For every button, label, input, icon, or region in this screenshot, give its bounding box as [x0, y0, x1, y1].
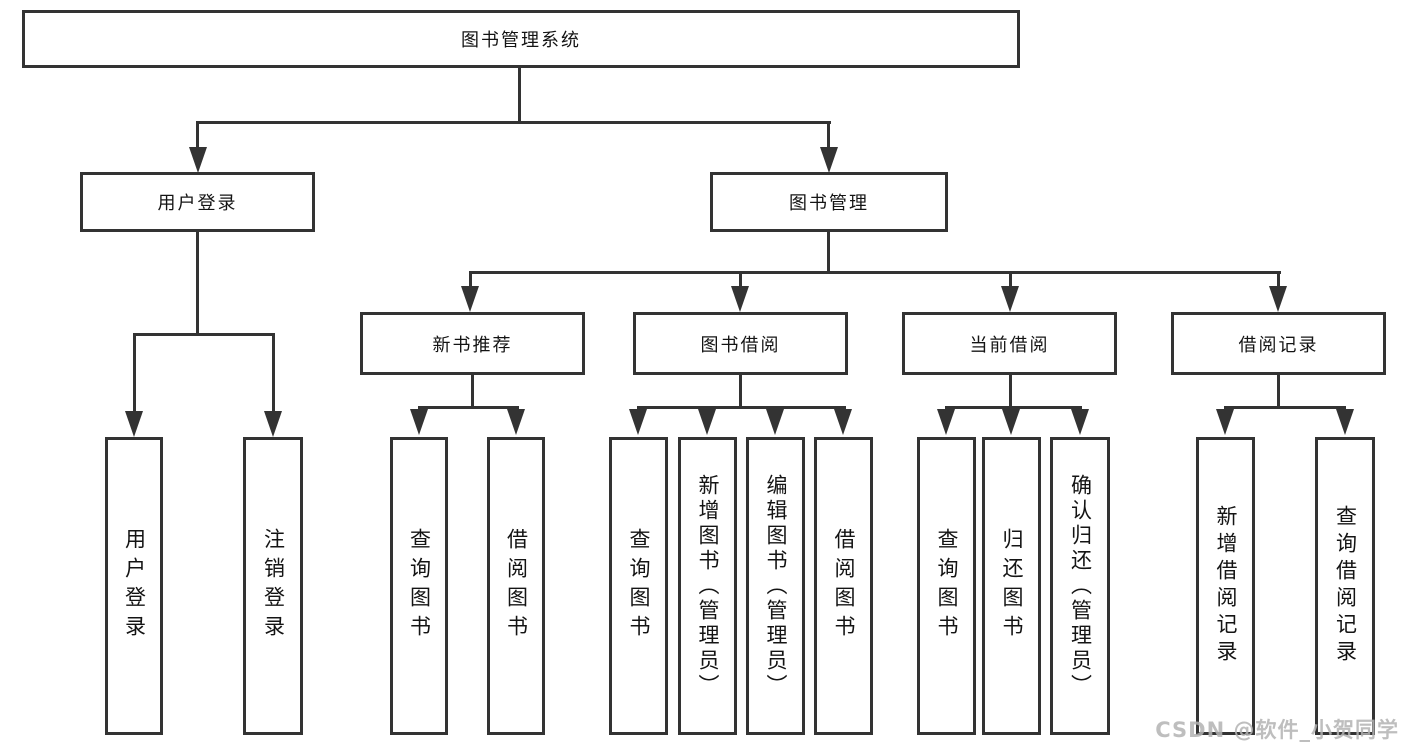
arrow-down-icon: [125, 411, 143, 437]
connector-bookmgmt-vline: [827, 232, 830, 274]
connector-bookmgmt-stub2: [739, 271, 742, 287]
leaf-query-book-recommend: 查询图书: [390, 437, 448, 735]
connector-borrowrecord-hline: [1224, 406, 1346, 409]
arrow-down-icon: [189, 147, 207, 173]
arrow-down-icon: [629, 409, 647, 435]
connector-bookmgmt-hline: [469, 271, 1281, 274]
leaf-add-book-admin: 新增图书（管理员）: [678, 437, 737, 735]
leaf-query-book-current: 查询图书: [917, 437, 976, 735]
connector-newbook-vline: [471, 375, 474, 409]
leaf-query-book-borrow-label: 查询图书: [627, 528, 651, 644]
connector-root-right-stub: [827, 121, 830, 150]
connector-root-hline: [197, 121, 831, 124]
arrow-down-icon: [820, 147, 838, 173]
connector-currentborrow-vline: [1009, 375, 1012, 409]
arrow-down-icon: [937, 409, 955, 435]
arrow-down-icon: [507, 409, 525, 435]
connector-bookmgmt-stub1: [469, 271, 472, 287]
connector-bookmgmt-stub3: [1009, 271, 1012, 287]
connector-newbook-hline: [418, 406, 519, 409]
node-book-management-label: 图书管理: [789, 193, 869, 214]
node-user-login-label: 用户登录: [157, 193, 238, 214]
arrow-down-icon: [1002, 409, 1020, 435]
leaf-borrow-book-recommend-label: 借阅图书: [504, 528, 529, 644]
arrow-down-icon: [1336, 409, 1354, 435]
leaf-return-book: 归还图书: [982, 437, 1041, 735]
connector-bookborrow-vline: [739, 375, 742, 409]
node-user-login: 用户登录: [80, 172, 315, 232]
arrow-down-icon: [264, 411, 282, 437]
node-borrow-record-label: 借阅记录: [1238, 334, 1319, 356]
connector-bookborrow-hline: [637, 406, 846, 409]
leaf-query-borrow-record: 查询借阅记录: [1315, 437, 1375, 735]
arrow-down-icon: [461, 286, 479, 312]
leaf-logout-login-label: 注销登录: [261, 528, 286, 644]
leaf-query-book-borrow: 查询图书: [609, 437, 668, 735]
leaf-logout-login: 注销登录: [243, 437, 303, 735]
leaf-confirm-return-admin: 确认归还（管理员）: [1050, 437, 1110, 735]
leaf-query-book-current-label: 查询图书: [935, 528, 959, 644]
arrow-down-icon: [731, 286, 749, 312]
node-current-borrow-label: 当前借阅: [969, 334, 1050, 356]
arrow-down-icon: [410, 409, 428, 435]
leaf-add-borrow-record-label: 新增借阅记录: [1214, 505, 1238, 667]
leaf-borrow-book-label: 借阅图书: [832, 528, 856, 644]
connector-root-left-stub: [196, 121, 199, 150]
node-book-management: 图书管理: [710, 172, 948, 232]
connector-currentborrow-hline: [945, 406, 1082, 409]
arrow-down-icon: [1269, 286, 1287, 312]
connector-borrowrecord-vline: [1277, 375, 1280, 409]
leaf-add-book-admin-label: 新增图书（管理员）: [696, 473, 720, 699]
arrow-down-icon: [834, 409, 852, 435]
connector-userlogin-leaf2-stub: [272, 333, 275, 411]
arrow-down-icon: [1216, 409, 1234, 435]
arrow-down-icon: [1071, 409, 1089, 435]
leaf-edit-book-admin-label: 编辑图书（管理员）: [764, 473, 788, 699]
leaf-return-book-label: 归还图书: [1000, 528, 1024, 644]
connector-userlogin-hline: [133, 333, 275, 336]
leaf-query-book-recommend-label: 查询图书: [407, 528, 432, 644]
connector-bookmgmt-stub4: [1277, 271, 1280, 287]
connector-root-vline: [518, 68, 521, 123]
leaf-edit-book-admin: 编辑图书（管理员）: [746, 437, 805, 735]
node-new-book-recommend: 新书推荐: [360, 312, 585, 375]
leaf-borrow-book: 借阅图书: [814, 437, 873, 735]
connector-userlogin-vline: [196, 232, 199, 336]
leaf-user-login: 用户登录: [105, 437, 163, 735]
node-library-system-label: 图书管理系统: [461, 30, 581, 51]
leaf-borrow-book-recommend: 借阅图书: [487, 437, 545, 735]
connector-userlogin-leaf1-stub: [133, 333, 136, 411]
leaf-confirm-return-admin-label: 确认归还（管理员）: [1068, 473, 1093, 699]
leaf-user-login-label: 用户登录: [122, 528, 147, 644]
leaf-query-borrow-record-label: 查询借阅记录: [1333, 505, 1358, 667]
node-book-borrow: 图书借阅: [633, 312, 848, 375]
leaf-add-borrow-record: 新增借阅记录: [1196, 437, 1255, 735]
node-library-system: 图书管理系统: [22, 10, 1020, 68]
arrow-down-icon: [1001, 286, 1019, 312]
node-borrow-record: 借阅记录: [1171, 312, 1386, 375]
node-current-borrow: 当前借阅: [902, 312, 1117, 375]
arrow-down-icon: [766, 409, 784, 435]
node-new-book-recommend-label: 新书推荐: [432, 334, 513, 356]
arrow-down-icon: [698, 409, 716, 435]
csdn-watermark: CSDN @软件_小贺同学: [1155, 718, 1399, 742]
node-book-borrow-label: 图书借阅: [700, 334, 781, 356]
